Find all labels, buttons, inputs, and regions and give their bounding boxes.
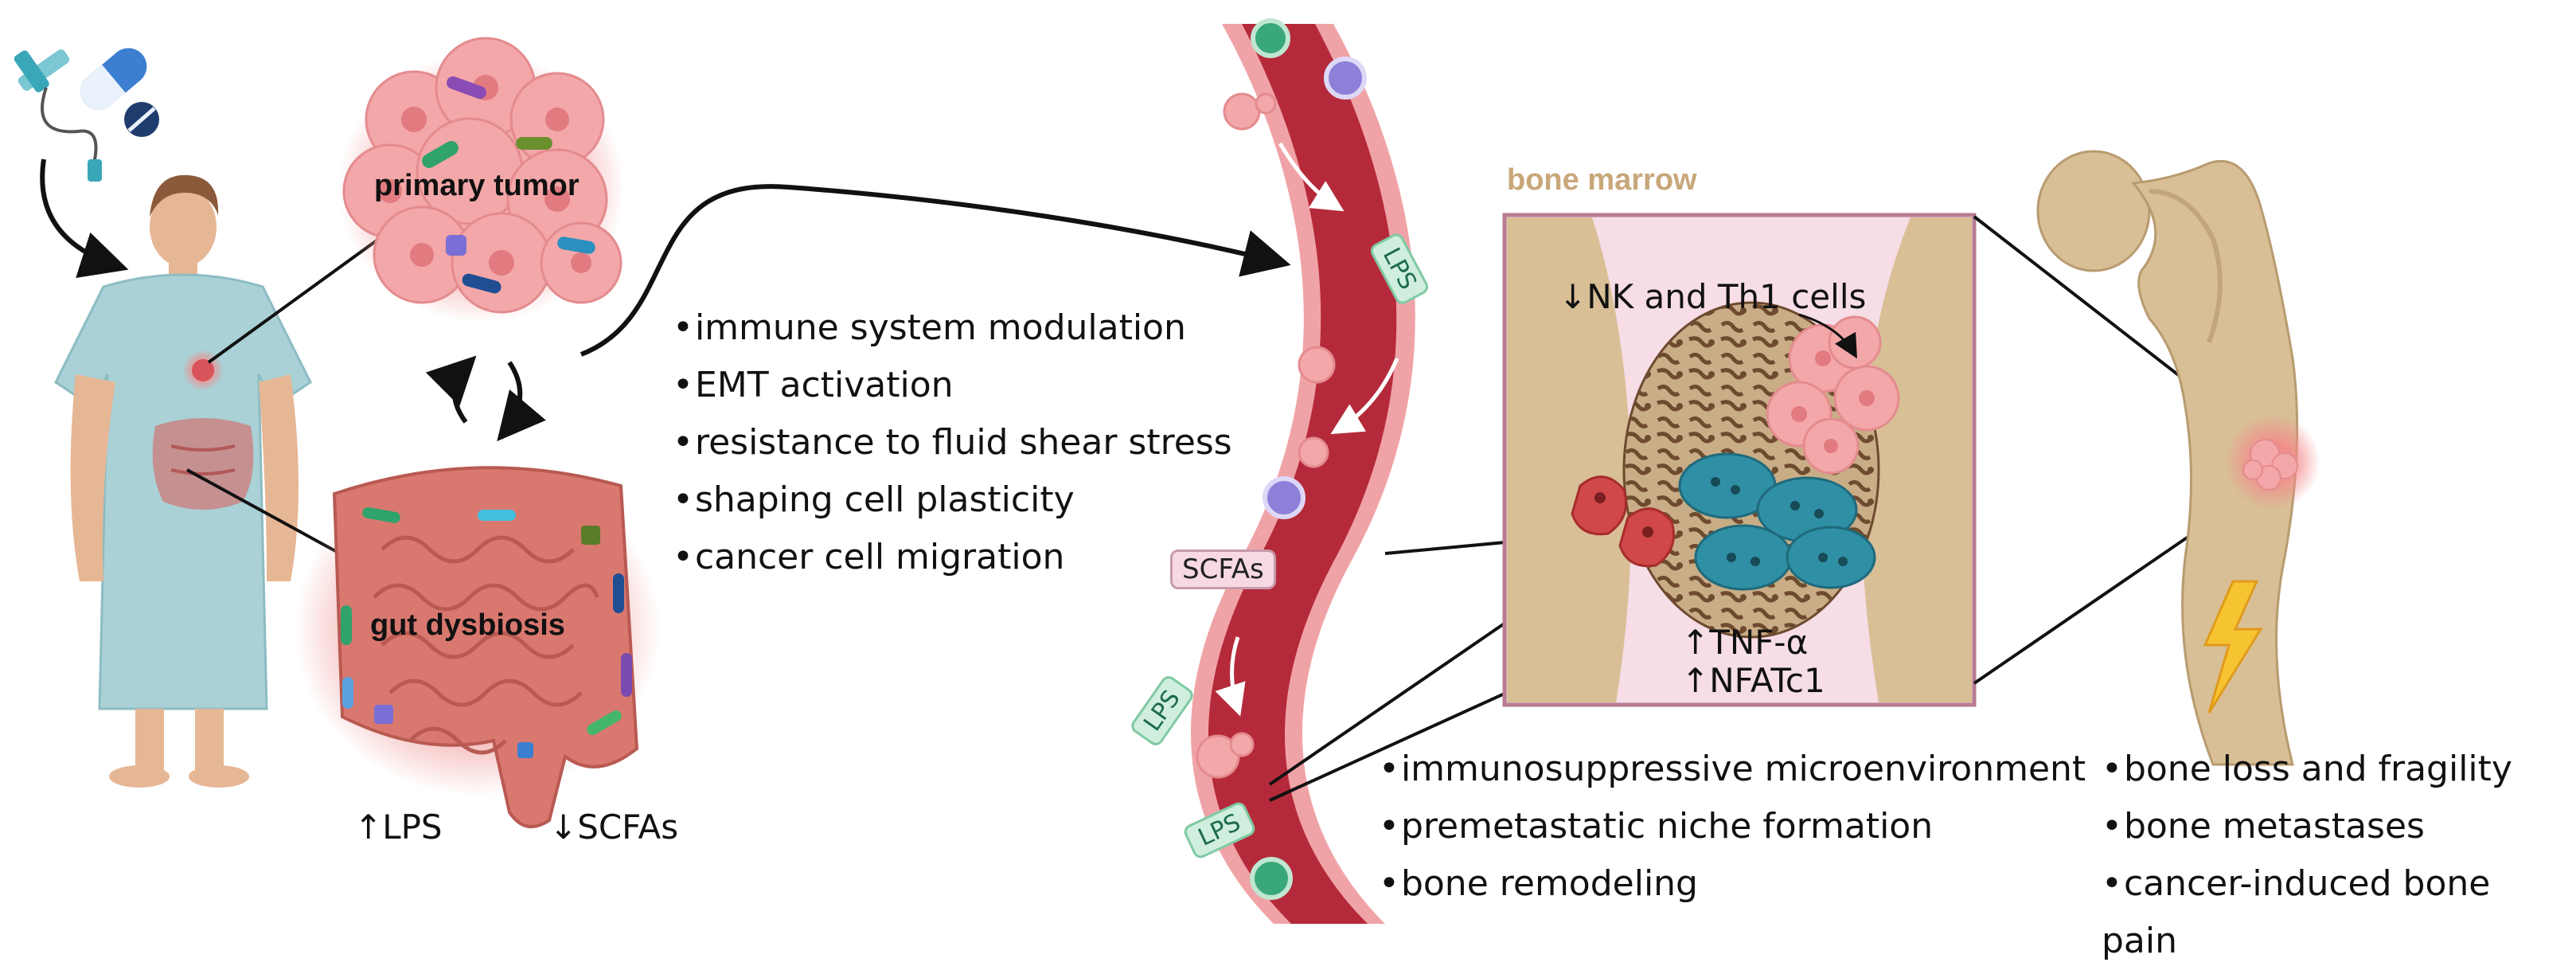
tumor-effects-list: immune system modulation EMT activation … [673, 299, 1232, 586]
iv-drip-icon [14, 49, 102, 182]
scfas-decrease-label: ↓SCFAs [549, 808, 679, 847]
diagram-canvas [14, 18, 2320, 924]
primary-tumor-label: primary tumor [374, 169, 580, 202]
list-item: bone loss and fragility [2102, 741, 2576, 798]
blood-vessel [1190, 18, 1415, 924]
bone-marrow-panel [1502, 213, 1977, 707]
list-item: premetastatic niche formation [1379, 798, 2086, 855]
list-item: resistance to fluid shear stress [673, 414, 1232, 471]
list-item: cancer cell migration [673, 529, 1232, 586]
treatment-arrow [40, 158, 129, 279]
gut-to-tumor-arrow [425, 355, 477, 424]
list-item: immune system modulation [673, 299, 1232, 357]
tnf-label: ↑TNF-α [1681, 623, 1809, 662]
gut-dysbiosis-label: gut dysbiosis [370, 608, 565, 642]
lps-inhibit-line [1268, 592, 1550, 786]
list-item: immunosuppressive microenvironment [1379, 741, 2086, 798]
list-item: cancer-induced bone pain [2102, 855, 2576, 970]
pill-icon [80, 48, 147, 110]
bone-marrow-title: bone marrow [1507, 163, 1697, 197]
lps-increase-label: ↑LPS [354, 808, 443, 847]
list-item: bone remodeling [1379, 855, 2086, 913]
nk-th1-label: ↓NK and Th1 cells [1559, 277, 1867, 316]
primary-tumor-cluster [338, 37, 625, 323]
tablet-icon [124, 102, 159, 137]
marrow-effects-list: immunosuppressive microenvironment preme… [1379, 741, 2086, 913]
gut-dysbiosis-organ [295, 462, 661, 828]
list-item: bone metastases [2102, 798, 2576, 855]
scfas-tag: SCFAs [1170, 550, 1276, 589]
lightning-icon [2203, 580, 2263, 714]
femur-bone [2036, 150, 2320, 766]
tumor-to-circulation-arrow [580, 184, 1291, 357]
bone-effects-list: bone loss and fragility bone metastases … [2102, 741, 2576, 970]
tumor-to-gut-arrow [497, 361, 546, 442]
osteoclast-cells [1678, 452, 1876, 591]
list-item: EMT activation [673, 357, 1232, 414]
list-item: shaping cell plasticity [673, 471, 1232, 529]
patient-figure [54, 174, 312, 788]
nfatc1-label: ↑NFATc1 [1681, 661, 1825, 700]
